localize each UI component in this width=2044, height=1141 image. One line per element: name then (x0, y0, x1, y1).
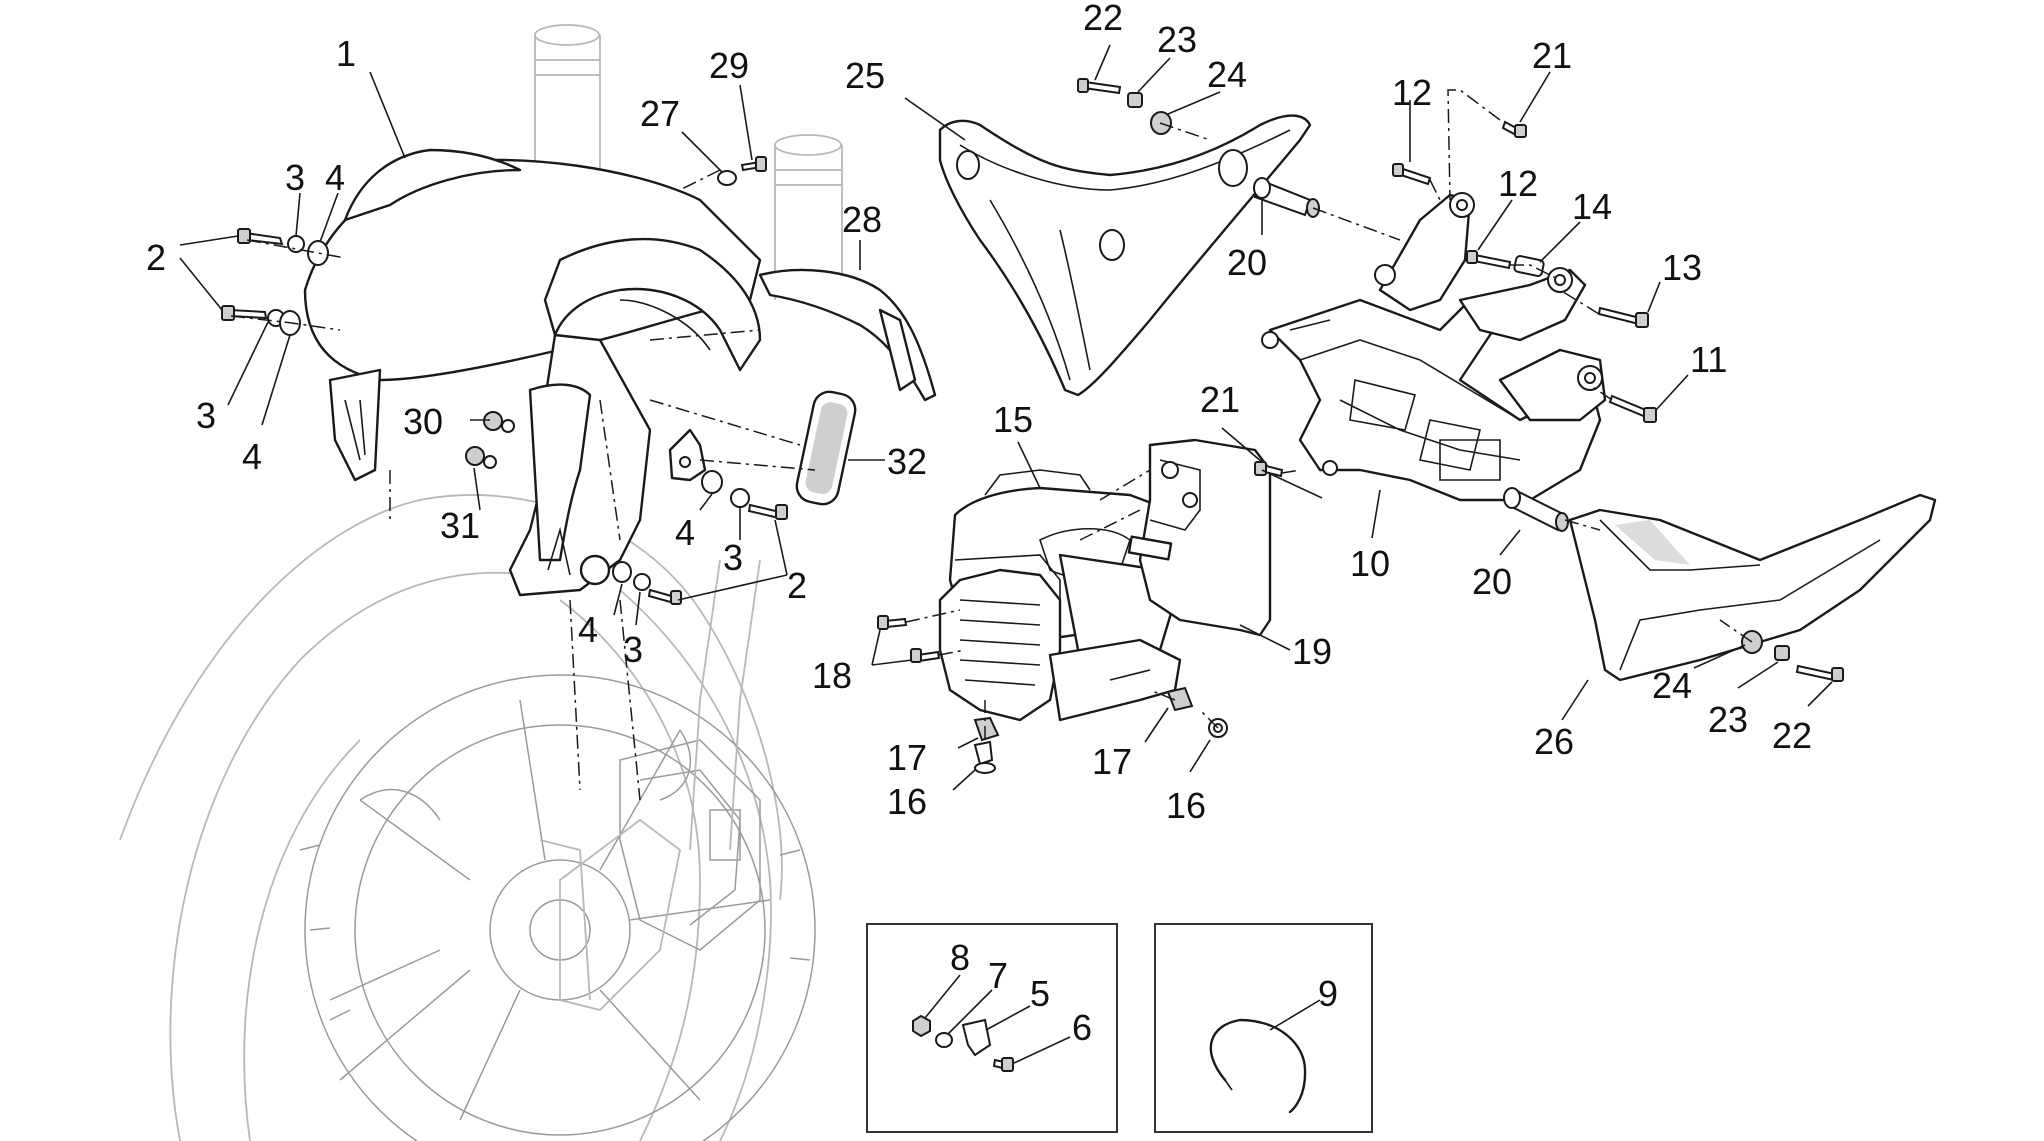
callout-3: 3 (285, 157, 305, 198)
callout-4: 4 (325, 157, 345, 198)
callout-30: 30 (403, 401, 443, 442)
fender-extension-part-28 (758, 268, 937, 402)
callout-14: 14 (1572, 186, 1612, 227)
callout-10: 10 (1350, 543, 1390, 584)
callout-16: 16 (887, 781, 927, 822)
callout-2: 2 (146, 237, 166, 278)
callout-9: 9 (1318, 973, 1338, 1014)
callout-3: 3 (196, 395, 216, 436)
callout-1: 1 (336, 33, 356, 74)
callout-18: 18 (812, 655, 852, 696)
callout-4: 4 (578, 609, 598, 650)
callout-7: 7 (988, 955, 1008, 996)
inset-box-left (866, 923, 1118, 1133)
callout-20: 20 (1472, 561, 1512, 602)
front-wheel-ghost (119, 494, 783, 1141)
callout-21: 21 (1200, 379, 1240, 420)
callout-11: 11 (1690, 339, 1727, 380)
brake-caliper-ghost (619, 739, 761, 951)
callout-4: 4 (242, 436, 262, 477)
front-mudguard-part-1 (303, 148, 762, 597)
callout-12: 12 (1498, 163, 1538, 204)
callout-17: 17 (1092, 741, 1132, 782)
inset-box-right (1154, 923, 1373, 1133)
callout-15: 15 (993, 399, 1033, 440)
callout-31: 31 (440, 505, 480, 546)
callout-6: 6 (1072, 1007, 1092, 1048)
callout-26: 26 (1534, 721, 1574, 762)
side-cover-part-25 (938, 114, 1312, 397)
callout-3: 3 (723, 537, 743, 578)
callout-3: 3 (623, 629, 643, 670)
callout-23: 23 (1157, 19, 1197, 60)
frame-bracket-part-10 (1261, 192, 1607, 502)
callout-23: 23 (1708, 699, 1748, 740)
cooler-cover-part-15 (938, 469, 1192, 722)
fork-bracket (668, 428, 707, 482)
callout-16: 16 (1166, 785, 1206, 826)
callout-32: 32 (887, 441, 927, 482)
callout-13: 13 (1662, 247, 1702, 288)
callout-25: 25 (845, 55, 885, 96)
leader-lines (179, 44, 1833, 1064)
callout-29: 29 (709, 45, 749, 86)
callout-17: 17 (887, 737, 927, 778)
callout-20: 20 (1227, 242, 1267, 283)
callout-5: 5 (1030, 973, 1050, 1014)
callout-21: 21 (1532, 35, 1572, 76)
callout-28: 28 (842, 199, 882, 240)
assembly-lines (230, 89, 1753, 801)
brake-disc-ghost (299, 674, 816, 1141)
callout-2: 2 (787, 565, 807, 606)
callout-22: 22 (1083, 0, 1123, 38)
callout-24: 24 (1207, 54, 1247, 95)
callout-22: 22 (1772, 715, 1812, 756)
callout-24: 24 (1652, 665, 1692, 706)
callout-4: 4 (675, 512, 695, 553)
reflector-part-32 (795, 390, 857, 506)
fasteners (221, 78, 1844, 774)
side-cover-part-26 (1568, 493, 1937, 682)
callout-12: 12 (1392, 72, 1432, 113)
callout-labels: 1 2 3 4 3 4 27 29 28 30 31 32 4 3 2 4 3 … (146, 0, 1812, 1048)
callout-27: 27 (640, 93, 680, 134)
callout-19: 19 (1292, 631, 1332, 672)
callout-8: 8 (950, 937, 970, 978)
